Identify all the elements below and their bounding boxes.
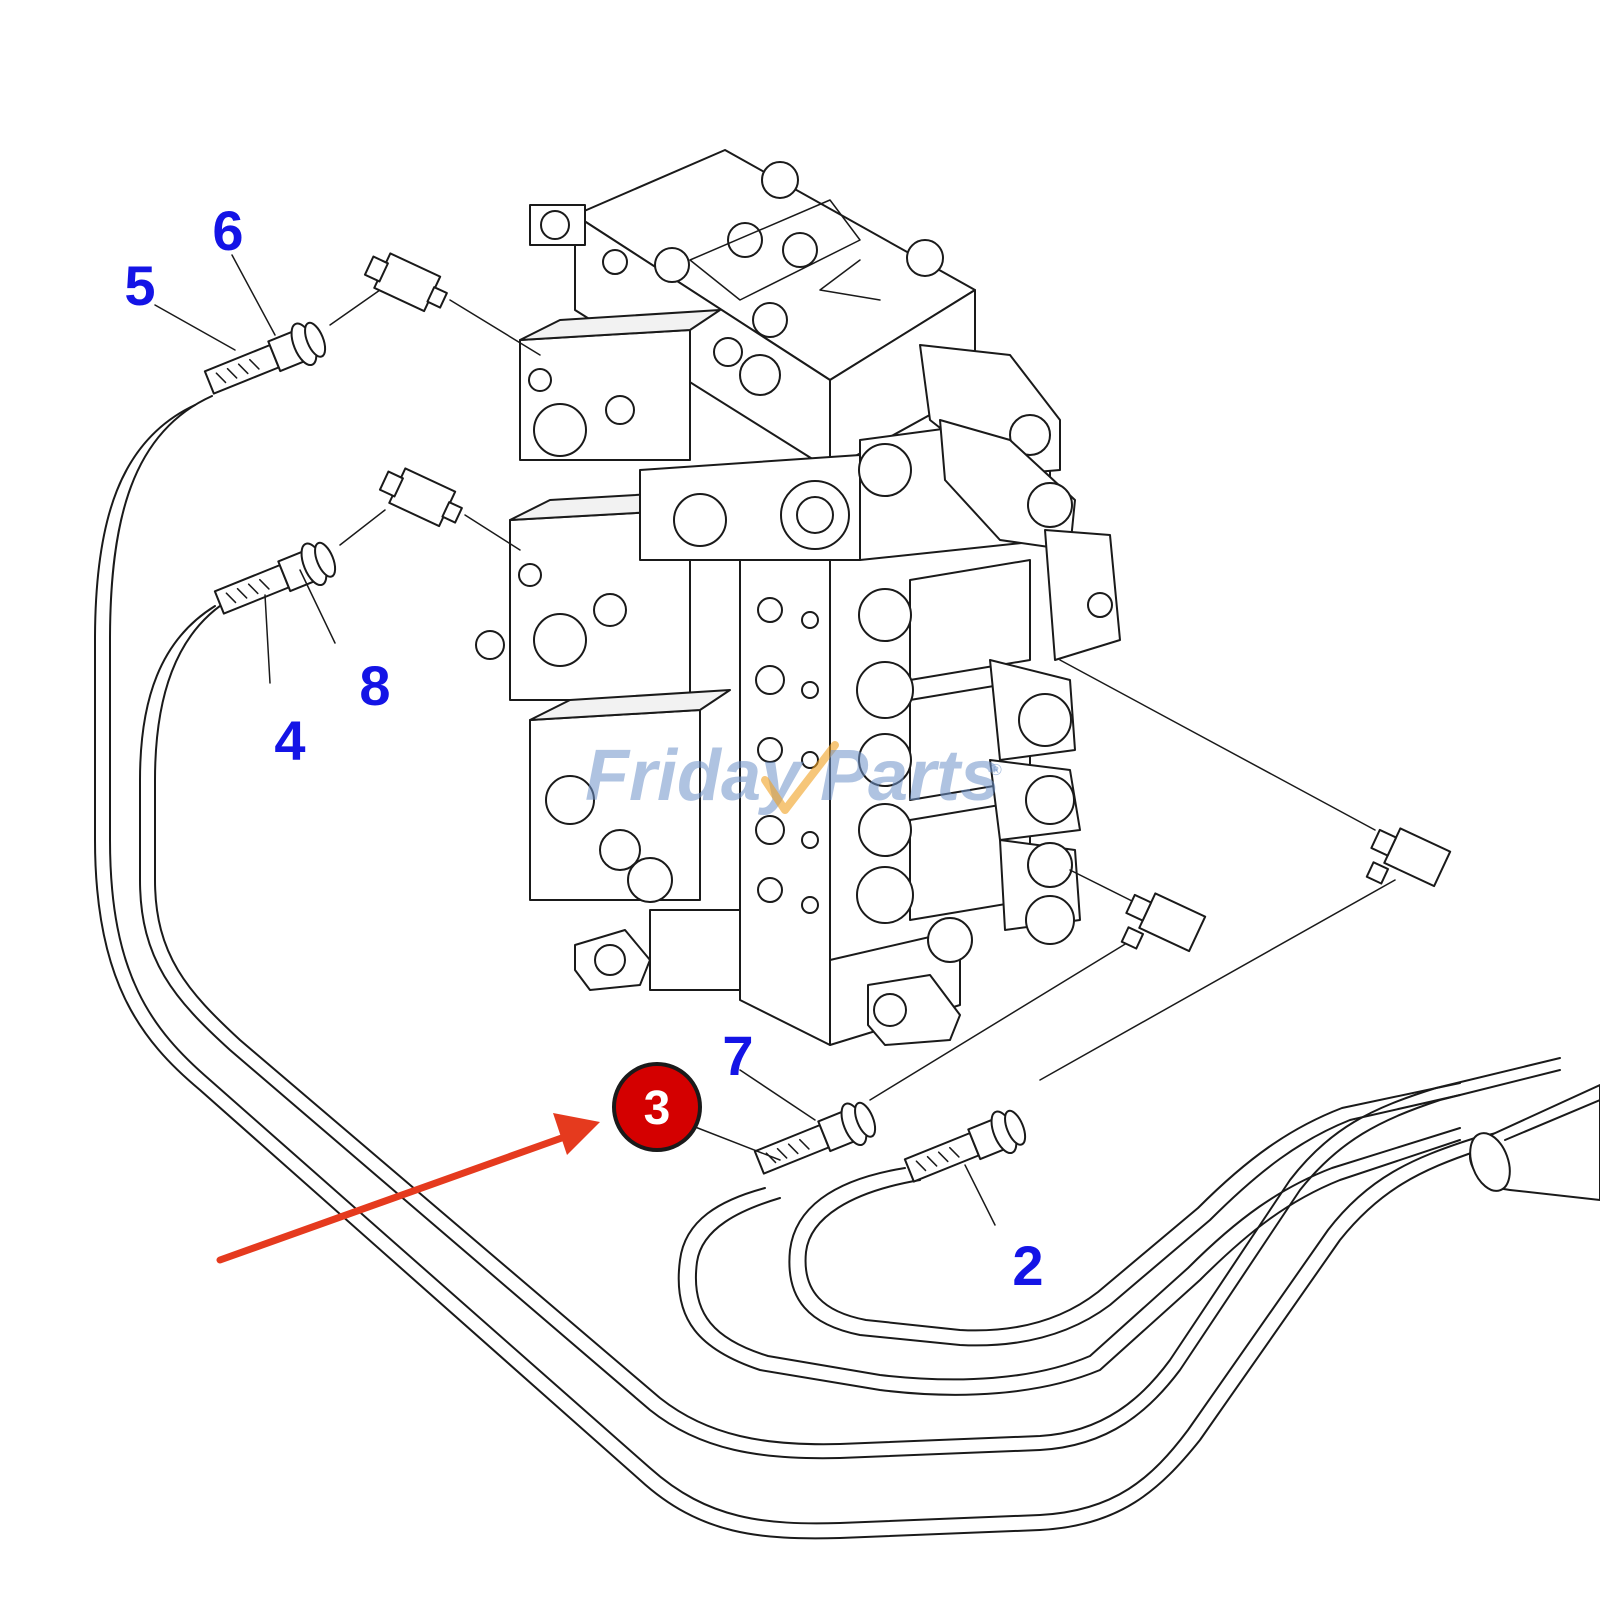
callout-4: 4 [274, 709, 305, 772]
watermark-registered: ® [990, 762, 1002, 779]
wiring [329, 289, 1396, 1101]
hose-fittings [203, 321, 1027, 1183]
watermark-parts: Parts [820, 736, 1000, 816]
highlight-circle [612, 1062, 702, 1152]
control-valve-block [475, 149, 1121, 1046]
highlight-callout: 3 [612, 1062, 702, 1152]
highlight-label: 3 [644, 1082, 671, 1135]
watermark-friday: Friday [585, 736, 805, 816]
leader-lines [154, 254, 996, 1226]
callouts: 6 5 8 4 7 2 [124, 199, 1043, 1297]
callout-8: 8 [359, 654, 390, 717]
callout-2: 2 [1012, 1234, 1043, 1297]
callout-5: 5 [124, 254, 155, 317]
callout-6: 6 [212, 199, 243, 262]
watermark: Friday Parts ® [585, 736, 1002, 816]
red-arrow-icon [216, 1113, 600, 1264]
hose-loops [94, 395, 1561, 1540]
wire-connectors [363, 252, 1452, 953]
watermark-check-icon [761, 741, 839, 814]
callout-7: 7 [722, 1024, 753, 1087]
hose-bundle [1469, 1084, 1600, 1201]
